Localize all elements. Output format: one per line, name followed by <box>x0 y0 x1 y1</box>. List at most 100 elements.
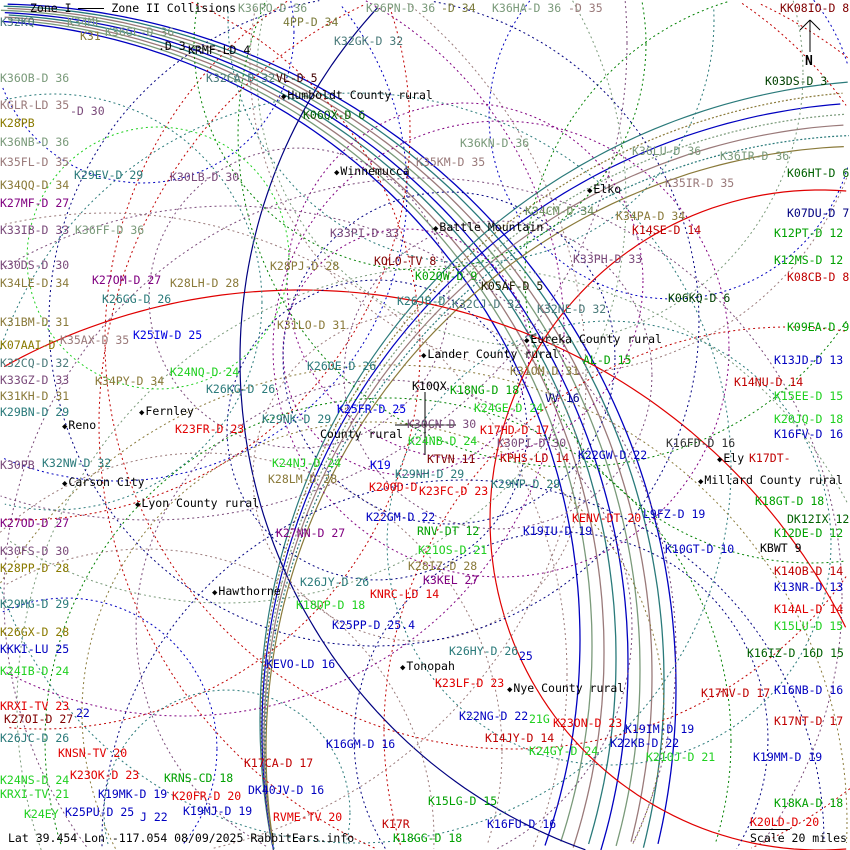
station-label[interactable]: K29BN-D 29 <box>0 405 70 419</box>
station-label[interactable]: KKKI-LU 25 <box>0 642 70 656</box>
station-label[interactable]: 22 <box>76 706 90 720</box>
station-label[interactable]: K34LE-D 34 <box>0 276 70 290</box>
station-label[interactable]: K06KQ-D 6 <box>668 291 731 305</box>
station-label[interactable]: K05AF-D 5 <box>481 279 544 293</box>
station-label[interactable]: K21OS-D 21 <box>418 543 488 557</box>
station-label[interactable]: K28PB <box>0 116 35 130</box>
station-label[interactable]: K32CJ-D 32 <box>452 297 522 311</box>
station-label[interactable]: K28PJ-D 28 <box>270 259 340 273</box>
station-label[interactable]: K36PN-D 36 <box>366 1 436 15</box>
station-label[interactable]: K36GL-D 36 <box>105 25 175 39</box>
station-label[interactable]: K27MF-D 27 <box>0 196 70 210</box>
station-label[interactable]: K16IZ-D 16D 15 <box>747 646 844 660</box>
station-label[interactable]: K19MK-D 19 <box>98 787 168 801</box>
station-label[interactable]: KRMF-LD 4 <box>188 43 251 57</box>
station-label[interactable]: K28IZ-D 28 <box>408 559 478 573</box>
station-label[interactable]: K23ON-D 23 <box>553 716 623 730</box>
station-label[interactable]: K14AL-D 14 <box>774 602 844 616</box>
station-label[interactable]: KRXI-TV 21 <box>0 787 70 801</box>
station-label[interactable]: K20LD-D 20 <box>750 815 820 829</box>
station-label[interactable]: K26OE-D 26 <box>307 359 377 373</box>
station-label[interactable]: K14OB-D 14 <box>774 564 844 578</box>
station-label[interactable]: -D 34 <box>441 1 476 15</box>
station-label[interactable]: K08CB-D 8 <box>787 270 850 284</box>
station-label[interactable]: K12PT-D 12 <box>774 226 844 240</box>
station-label[interactable]: 4PP-D 34 <box>283 15 339 29</box>
station-label[interactable]: K03DS-D 3 <box>765 74 828 88</box>
station-label[interactable]: K23FC-D 23 <box>419 484 489 498</box>
station-label[interactable]: K34PA-D 34 <box>616 209 686 223</box>
station-label[interactable]: K29MG-D 29 <box>0 597 70 611</box>
station-label[interactable]: K10QX <box>412 379 447 393</box>
station-label[interactable]: K17R <box>382 817 410 831</box>
station-label[interactable]: K27NN-D 27 <box>276 526 346 540</box>
station-label[interactable]: .D 3 <box>158 39 186 53</box>
station-label[interactable]: K18NG-D 18 <box>450 383 520 397</box>
station-label[interactable]: K26GG-D 26 <box>102 292 172 306</box>
station-label[interactable]: K14NU-D 14 <box>734 375 804 389</box>
station-label[interactable]: K22KB-D 22 <box>610 736 680 750</box>
station-label[interactable]: K3KEL 27 <box>423 573 479 587</box>
station-label[interactable]: K30PI-D 30 <box>497 436 567 450</box>
station-label[interactable]: 21G <box>529 712 550 726</box>
station-label[interactable]: K36FF-D 36 <box>75 223 145 237</box>
station-label[interactable]: K32CA-D 32 <box>206 71 276 85</box>
station-label[interactable]: K17NV-D 17 <box>701 686 771 700</box>
station-label[interactable]: K13JD-D 13 <box>774 353 844 367</box>
station-label[interactable]: K14JY-D 14 <box>485 731 555 745</box>
station-label[interactable]: K36HA-D 36 <box>492 1 562 15</box>
station-label[interactable]: K16FU-D 16 <box>487 817 557 831</box>
station-label[interactable]: K16NB-D 16 <box>774 683 844 697</box>
station-label[interactable]: K17HD-D 17 <box>480 423 550 437</box>
station-label[interactable]: KOLO-TV 8 <box>374 254 437 268</box>
station-label[interactable]: K18GG-D 18 <box>393 831 463 845</box>
station-label[interactable]: K24EY <box>24 807 59 821</box>
station-label[interactable]: K36PO-D 36 <box>238 1 308 15</box>
station-label[interactable]: K30LB-D 30 <box>170 170 240 184</box>
station-label[interactable]: -D 35 <box>568 1 603 15</box>
station-label[interactable]: K24GE-D 24 <box>474 401 544 415</box>
station-label[interactable]: K22GW-D 22 <box>578 448 648 462</box>
station-label[interactable]: K24NS-D 24 <box>0 773 70 787</box>
station-label[interactable]: RVME-TV 20 <box>273 810 343 824</box>
station-label[interactable]: K23LF-D 23 <box>435 676 505 690</box>
station-label[interactable]: K29NH-D 29 <box>395 467 465 481</box>
station-label[interactable]: J 22 <box>140 810 168 824</box>
station-label[interactable]: K22GM-D 22 <box>366 510 436 524</box>
station-label[interactable]: K17CA-D 17 <box>244 756 314 770</box>
station-label[interactable]: K06HT-D 6 <box>787 166 850 180</box>
station-label[interactable]: K36NB-D 36 <box>0 135 70 149</box>
station-label[interactable]: K25FR-D 25 <box>337 402 407 416</box>
station-label[interactable]: K36OB-D 36 <box>0 71 70 85</box>
station-label[interactable]: K19IM-D 19 <box>625 722 695 736</box>
station-label[interactable]: K20OD-D <box>369 480 418 494</box>
station-label[interactable]: K25PP-D 25.4 <box>332 618 416 632</box>
station-label[interactable]: K30PB <box>0 458 35 472</box>
station-label[interactable]: K32NW-D 32 <box>42 456 112 470</box>
station-label[interactable]: K27OI-D 27 <box>4 712 74 726</box>
station-label[interactable]: K28LH-D 28 <box>170 276 240 290</box>
station-label[interactable]: K16GM-D 16 <box>326 737 396 751</box>
station-label[interactable]: K16FD-D 16 <box>666 436 736 450</box>
station-label[interactable]: K25PU-D 25 <box>65 805 135 819</box>
station-label[interactable]: K18DP-D 18 <box>296 598 366 612</box>
station-label[interactable]: KK08IO-D 8 <box>780 1 850 15</box>
station-label[interactable]: K31LO-D 31 <box>277 318 347 332</box>
station-label[interactable]: K02QW-D 9 <box>415 269 478 283</box>
station-label[interactable]: VL-D 5 <box>276 71 318 85</box>
station-label[interactable]: K30CN-D 30 <box>407 417 477 431</box>
station-label[interactable]: County rural <box>320 427 404 441</box>
station-label[interactable]: K35IR-D 35 <box>665 176 735 190</box>
station-label[interactable]: K34CM-D 34 <box>525 204 595 218</box>
station-label[interactable]: K34MF <box>67 15 102 29</box>
station-label[interactable]: K29MP-D 29 <box>491 477 561 491</box>
station-label[interactable]: K26GX-D 28 <box>0 625 70 639</box>
station-label[interactable]: K31BM-D 31 <box>0 315 70 329</box>
station-label[interactable]: K33IB-D 33 <box>0 223 70 237</box>
station-label[interactable]: K24NB-D 24 <box>408 434 478 448</box>
station-label[interactable]: K24GY-D 24 <box>529 744 599 758</box>
station-label[interactable]: K25IW-D 25 <box>133 328 203 342</box>
station-label[interactable]: K35KM-D 35 <box>416 155 486 169</box>
station-label[interactable]: K12MS-D 12 <box>774 253 844 267</box>
station-label[interactable]: K22NG-D 22 <box>459 709 529 723</box>
